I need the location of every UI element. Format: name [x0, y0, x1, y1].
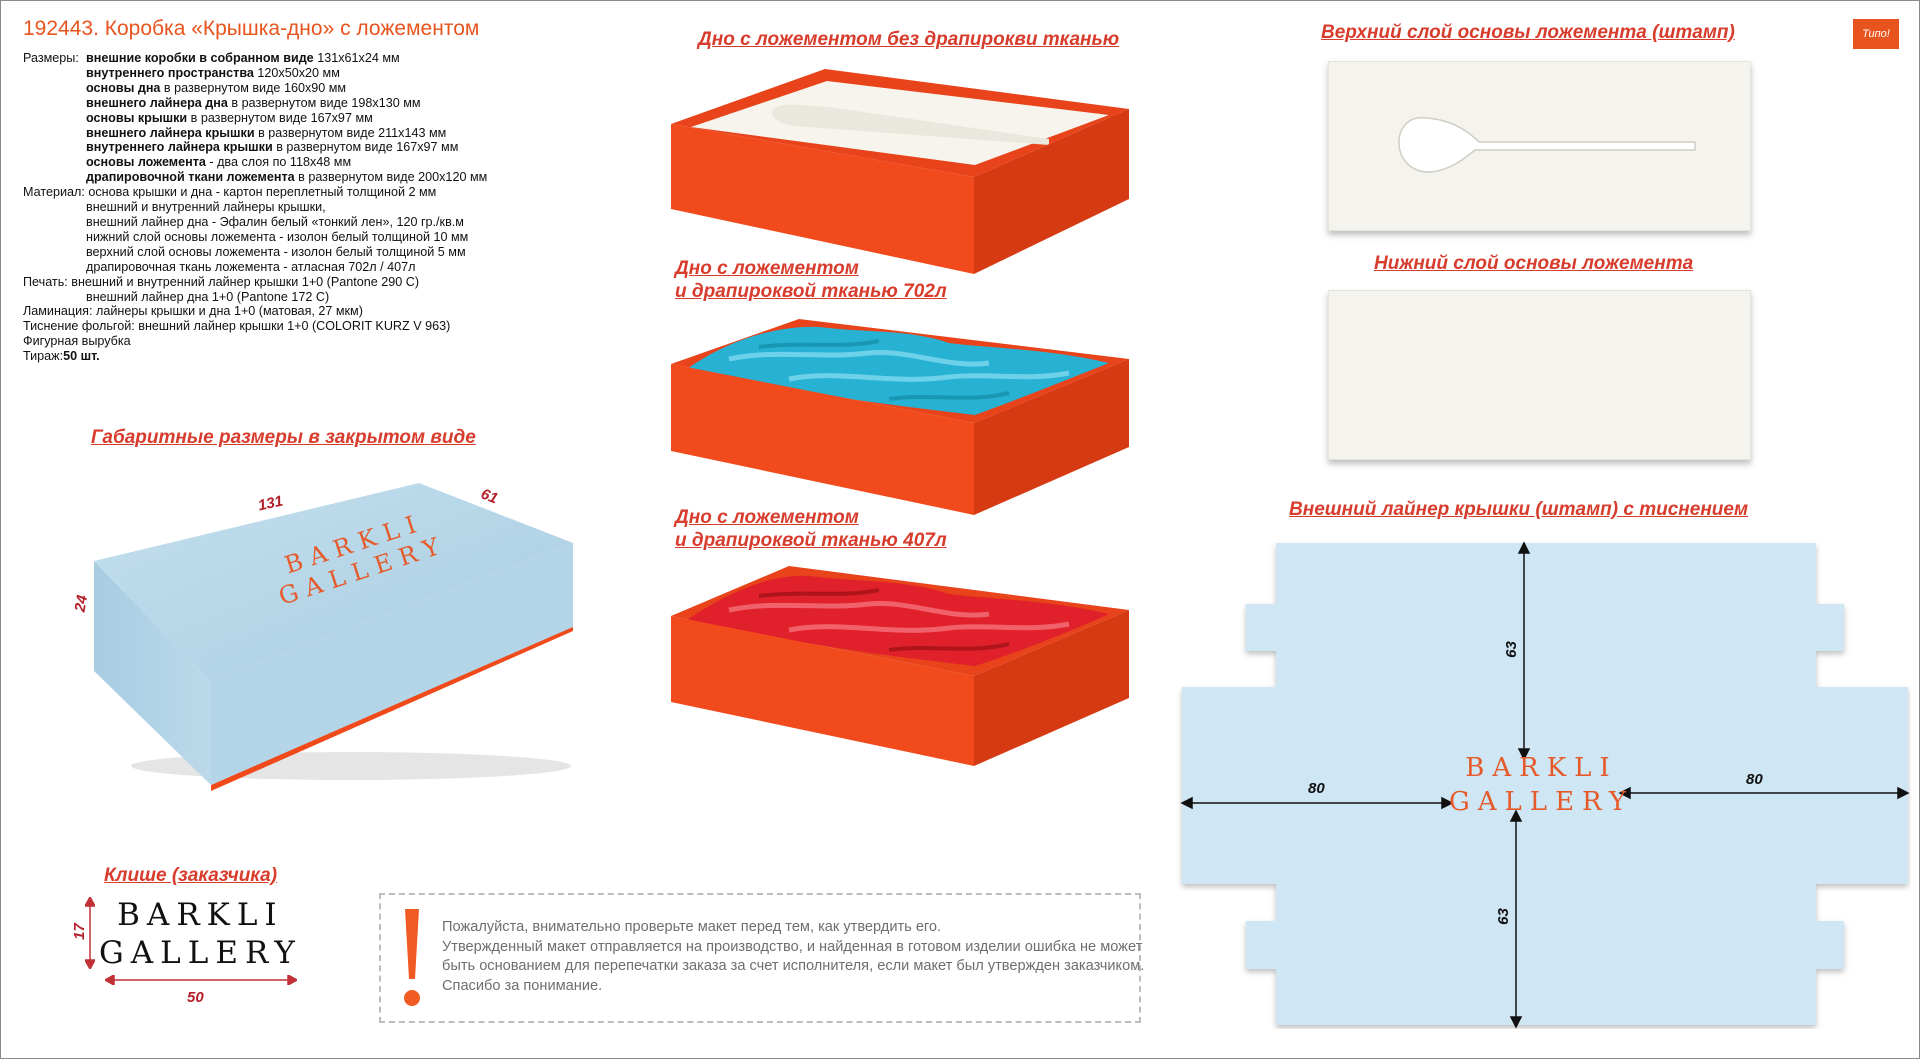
material-line: драпировочная ткань ложемента - атласная… [86, 259, 416, 274]
spec-value: в развернутом виде 160x90 мм [160, 80, 347, 95]
spec-value: в развернутом виде 167x97 мм [187, 110, 373, 125]
dimension-height: 24 [71, 593, 92, 614]
material-line: внешний лайнер дна - Эфалин белый «тонки… [86, 214, 464, 229]
spec-name: основы ложемента [86, 155, 206, 170]
spec-row: внутреннего лайнера крышки в развернутом… [23, 140, 487, 155]
lamination-line: Ламинация: лайнеры крышки и дна 1+0 (мат… [23, 304, 363, 319]
box-bottom-blue-satin-icon [671, 319, 1129, 515]
bottom-layer-title: Нижний слой основы ложемента [1374, 253, 1694, 274]
spec-value: в развернутом виде 198x130 мм [227, 95, 421, 110]
spec-key: Размеры: [23, 51, 79, 65]
bottom-407-title-line1: Дно с ложементом [675, 507, 859, 528]
specifications: Размеры: внешние коробки в собранном виде… [23, 51, 487, 364]
spec-name: внутреннего лайнера крышки [86, 140, 273, 155]
print-line: внешний лайнер дна 1+0 (Pantone 172 C) [86, 289, 330, 304]
bottom-plain-illustration [669, 69, 1134, 279]
spec-row: внешнего лайнера дна в развернутом виде … [23, 96, 487, 111]
dieline-dim-top: 63 [1502, 641, 1520, 658]
bottom-702-title-line1: Дно с ложементом [675, 258, 859, 279]
cliche-height-arrow [85, 897, 95, 969]
spec-name: основы крышки [86, 110, 188, 125]
bottom-407-title-line2: и драпироквой тканью 407л [675, 530, 947, 551]
bottom-702-title-line2: и драпироквой тканью 702л [675, 281, 947, 302]
material-line: нижний слой основы ложемента - изолон бе… [86, 229, 469, 244]
dieline-dim-bottom: 63 [1494, 908, 1512, 925]
spec-row: внутреннего пространства 120x50x20 мм [23, 66, 487, 81]
lid-liner-title: Внешний лайнер крышки (штамп) с тиснение… [1289, 499, 1749, 520]
approval-warning: Пожалуйста, внимательно проверьте макет … [379, 893, 1145, 1023]
spec-row: основы крышки в развернутом виде 167x97 … [23, 111, 487, 126]
spec-row: драпировочной ткани ложемента в разверну… [23, 170, 487, 185]
lid-liner-dieline [1176, 539, 1911, 1034]
spec-value: 131x61x24 мм [313, 51, 400, 65]
cliche-dim-height: 17 [70, 923, 88, 940]
material-line: Материал: основа крышки и дна - картон п… [23, 185, 437, 200]
spec-value: в развернутом виде 200x120 мм [294, 170, 488, 185]
material-line: внешний и внутренний лайнеры крышки, [86, 200, 326, 215]
exclamation-icon [404, 909, 420, 1006]
material-line: верхний слой основы ложемента - изолон б… [86, 244, 466, 259]
spec-row: Размеры: внешние коробки в собранном виде… [23, 51, 487, 66]
spec-row: основы дна в развернутом виде 160x90 мм [23, 81, 487, 96]
spec-value: - два слоя по 118x48 мм [205, 155, 352, 170]
foil-line: Тиснение фольгой: внешний лайнер крышки … [23, 319, 451, 334]
bottom-407-illustration [669, 566, 1134, 771]
bottom-702-illustration [669, 319, 1134, 519]
spec-name: внешние коробки в собранном виде [86, 51, 314, 65]
box-bottom-red-satin-icon [671, 566, 1129, 766]
print-line: Печать: внешний и внутренний лайнер крыш… [23, 274, 420, 289]
top-layer-title: Верхний слой основы ложемента (штамп) [1321, 22, 1735, 43]
spoon-cutout-icon [1398, 117, 1696, 173]
spec-name: внешнего лайнера дна [86, 95, 228, 110]
spec-value: в развернутом виде 167x97 мм [272, 140, 459, 155]
dieline-shape [1180, 541, 1910, 1029]
closed-box-icon [94, 483, 573, 791]
page-title: 192443. Коробка «Крышка-дно» с ложементо… [23, 17, 480, 40]
spec-name: драпировочной ткани ложемента [86, 170, 295, 185]
cliche-title: Клише (заказчика) [104, 865, 278, 886]
cliche-width-arrow [105, 975, 297, 985]
spec-value: 120x50x20 мм [253, 65, 340, 80]
printer-logo: Типо! [1853, 19, 1899, 49]
box-bottom-plain-icon [671, 69, 1129, 274]
spec-name: внешнего лайнера крышки [86, 125, 255, 140]
dieline-dim-left: 80 [1308, 780, 1325, 797]
closed-box-title: Габаритные размеры в закрытом виде [91, 427, 476, 448]
die-cut-line: Фигурная вырубка [23, 334, 131, 349]
dieline-dim-right: 80 [1746, 771, 1763, 788]
cliche-dim-width: 50 [187, 989, 204, 1006]
spec-name: внутреннего пространства [86, 65, 254, 80]
cliche-logo: BARKLI GALLERY [99, 897, 302, 971]
warning-text: Пожалуйста, внимательно проверьте макет … [442, 919, 1145, 995]
dieline-logo: BARKLI GALLERY [1449, 753, 1634, 817]
spec-row: внешнего лайнера крышки в развернутом ви… [23, 126, 487, 141]
spec-row: основы ложемента - два слоя по 118x48 мм [23, 155, 487, 170]
spec-value: в развернутом виде 211x143 мм [254, 125, 447, 140]
top-foam-layer [1328, 61, 1751, 231]
closed-box-illustration [61, 471, 581, 806]
bottom-foam-layer [1328, 290, 1751, 460]
bottom-plain-title: Дно с ложементом без драпирокви тканью [698, 29, 1120, 50]
run-value: 50 шт. [63, 349, 100, 364]
spec-name: основы дна [86, 80, 161, 95]
run-line: Тираж: 50 шт. [23, 349, 100, 364]
